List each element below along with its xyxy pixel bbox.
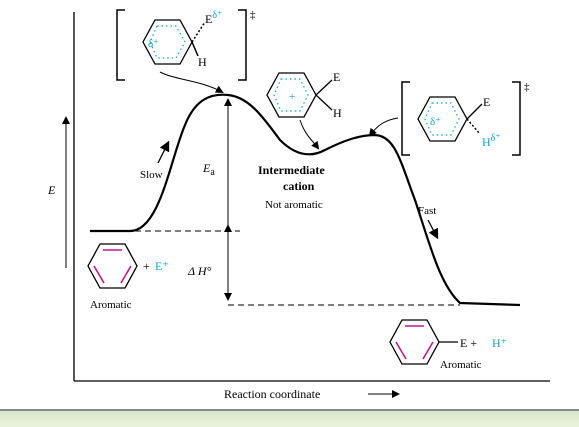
ts2-delta: δ⁺ (430, 116, 441, 128)
reactant-benzene (87, 243, 138, 289)
transition-state-1: ‡ δ⁺ Eδ⁺ H (116, 9, 256, 81)
ea-label: Ea (202, 161, 215, 178)
not-aromatic-label: Not aromatic (265, 199, 323, 211)
ts1-dagger: ‡ (250, 9, 256, 21)
ts1-h: H (198, 55, 207, 69)
reactant-plus: + (143, 259, 150, 273)
energy-curve (90, 93, 521, 307)
int-plus: + (289, 91, 295, 103)
product-e: E + (460, 336, 477, 350)
product-benzene (389, 319, 458, 365)
ts2-dagger: ‡ (524, 81, 530, 93)
intermediate-structure: + E H (266, 70, 342, 120)
reactant-electrophile: E⁺ (155, 259, 169, 273)
slow-arrow (157, 140, 170, 164)
ts2-e: E (483, 95, 490, 109)
y-axis-label: E (47, 183, 56, 197)
int-e: E (333, 70, 340, 84)
product-aromatic-label: Aromatic (440, 359, 482, 371)
x-axis-label: Reaction coordinate (224, 387, 320, 401)
ts1-delta: δ⁺ (148, 38, 159, 50)
ts1-e: Eδ⁺ (205, 10, 222, 26)
delta-h-label: Δ H° (187, 264, 211, 278)
product-h: H⁺ (492, 336, 507, 350)
ts1-pointer (159, 71, 224, 93)
fast-arrow (427, 219, 439, 240)
int-pointer (299, 119, 320, 150)
ts2-h: Hδ⁺ (482, 133, 501, 149)
intermediate-label: Intermediate (258, 163, 325, 177)
int-h: H (333, 106, 342, 120)
fast-label: Fast (418, 205, 436, 217)
transition-state-2: ‡ δ⁺ E Hδ⁺ (401, 81, 530, 156)
ts2-pointer (368, 117, 399, 137)
slow-label: Slow (140, 169, 163, 181)
cation-label: cation (283, 179, 315, 193)
reactant-aromatic-label: Aromatic (90, 299, 132, 311)
diagram-canvas: E Reaction coordinate Ea Δ H° Slow Fast … (47, 9, 550, 401)
footer-bar (0, 409, 579, 427)
